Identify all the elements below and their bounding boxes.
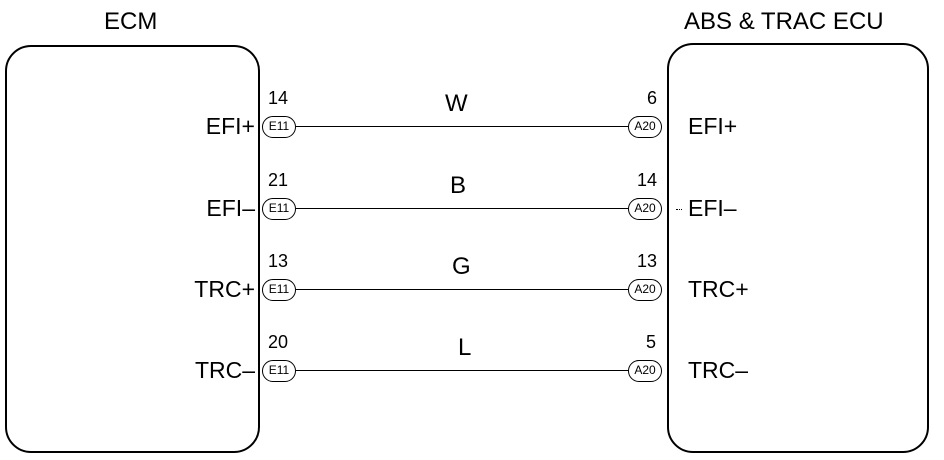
ecm-pin-number: 14 — [268, 88, 289, 108]
harness-wire — [296, 126, 628, 127]
ecm-connector-e11: E11 — [262, 279, 296, 301]
ecm-connector-e11: E11 — [262, 360, 296, 382]
ecm-terminal-label: EFI– — [206, 195, 255, 221]
ecm-pin-number: 20 — [268, 332, 289, 352]
wire-color-label: B — [450, 172, 467, 199]
terminal-lead — [676, 209, 682, 210]
harness-wire — [296, 289, 628, 290]
abs-trac-ecu-box — [667, 43, 929, 453]
ecm-terminal-label: TRC– — [194, 357, 255, 383]
ecm-terminal-label: EFI+ — [205, 113, 255, 139]
ecm-pin-number: 13 — [268, 251, 289, 271]
abs-trac-ecu-pin-number: 14 — [637, 170, 658, 190]
abs-trac-ecu-terminal-label: TRC– — [688, 357, 749, 383]
abs-trac-ecu-pin-number: 13 — [637, 251, 658, 271]
ecm-terminal-label: TRC+ — [194, 276, 255, 302]
abs-trac-ecu-connector-a20: A20 — [628, 198, 662, 220]
abs-trac-ecu-connector-a20: A20 — [628, 279, 662, 301]
wire-color-label: L — [458, 334, 472, 361]
harness-wire — [296, 370, 628, 371]
abs-trac-ecu-terminal-label: EFI+ — [688, 113, 738, 139]
ecm-pin-number: 21 — [268, 170, 289, 190]
abs-trac-ecu-connector-a20: A20 — [628, 360, 662, 382]
abs-trac-ecu-pin-number: 6 — [647, 88, 658, 108]
abs-trac-ecu-title: ABS & TRAC ECU — [684, 8, 884, 35]
ecm-box — [5, 45, 260, 453]
abs-trac-ecu-terminal-label: TRC+ — [688, 276, 749, 302]
wire-color-label: G — [452, 253, 471, 280]
abs-trac-ecu-pin-number: 5 — [646, 332, 657, 352]
harness-wire — [296, 208, 628, 209]
ecm-title: ECM — [104, 8, 158, 35]
ecm-connector-e11: E11 — [262, 116, 296, 138]
ecm-connector-e11: E11 — [262, 198, 296, 220]
abs-trac-ecu-connector-a20: A20 — [628, 116, 662, 138]
abs-trac-ecu-terminal-label: EFI– — [688, 195, 737, 221]
wire-color-label: W — [445, 90, 468, 117]
